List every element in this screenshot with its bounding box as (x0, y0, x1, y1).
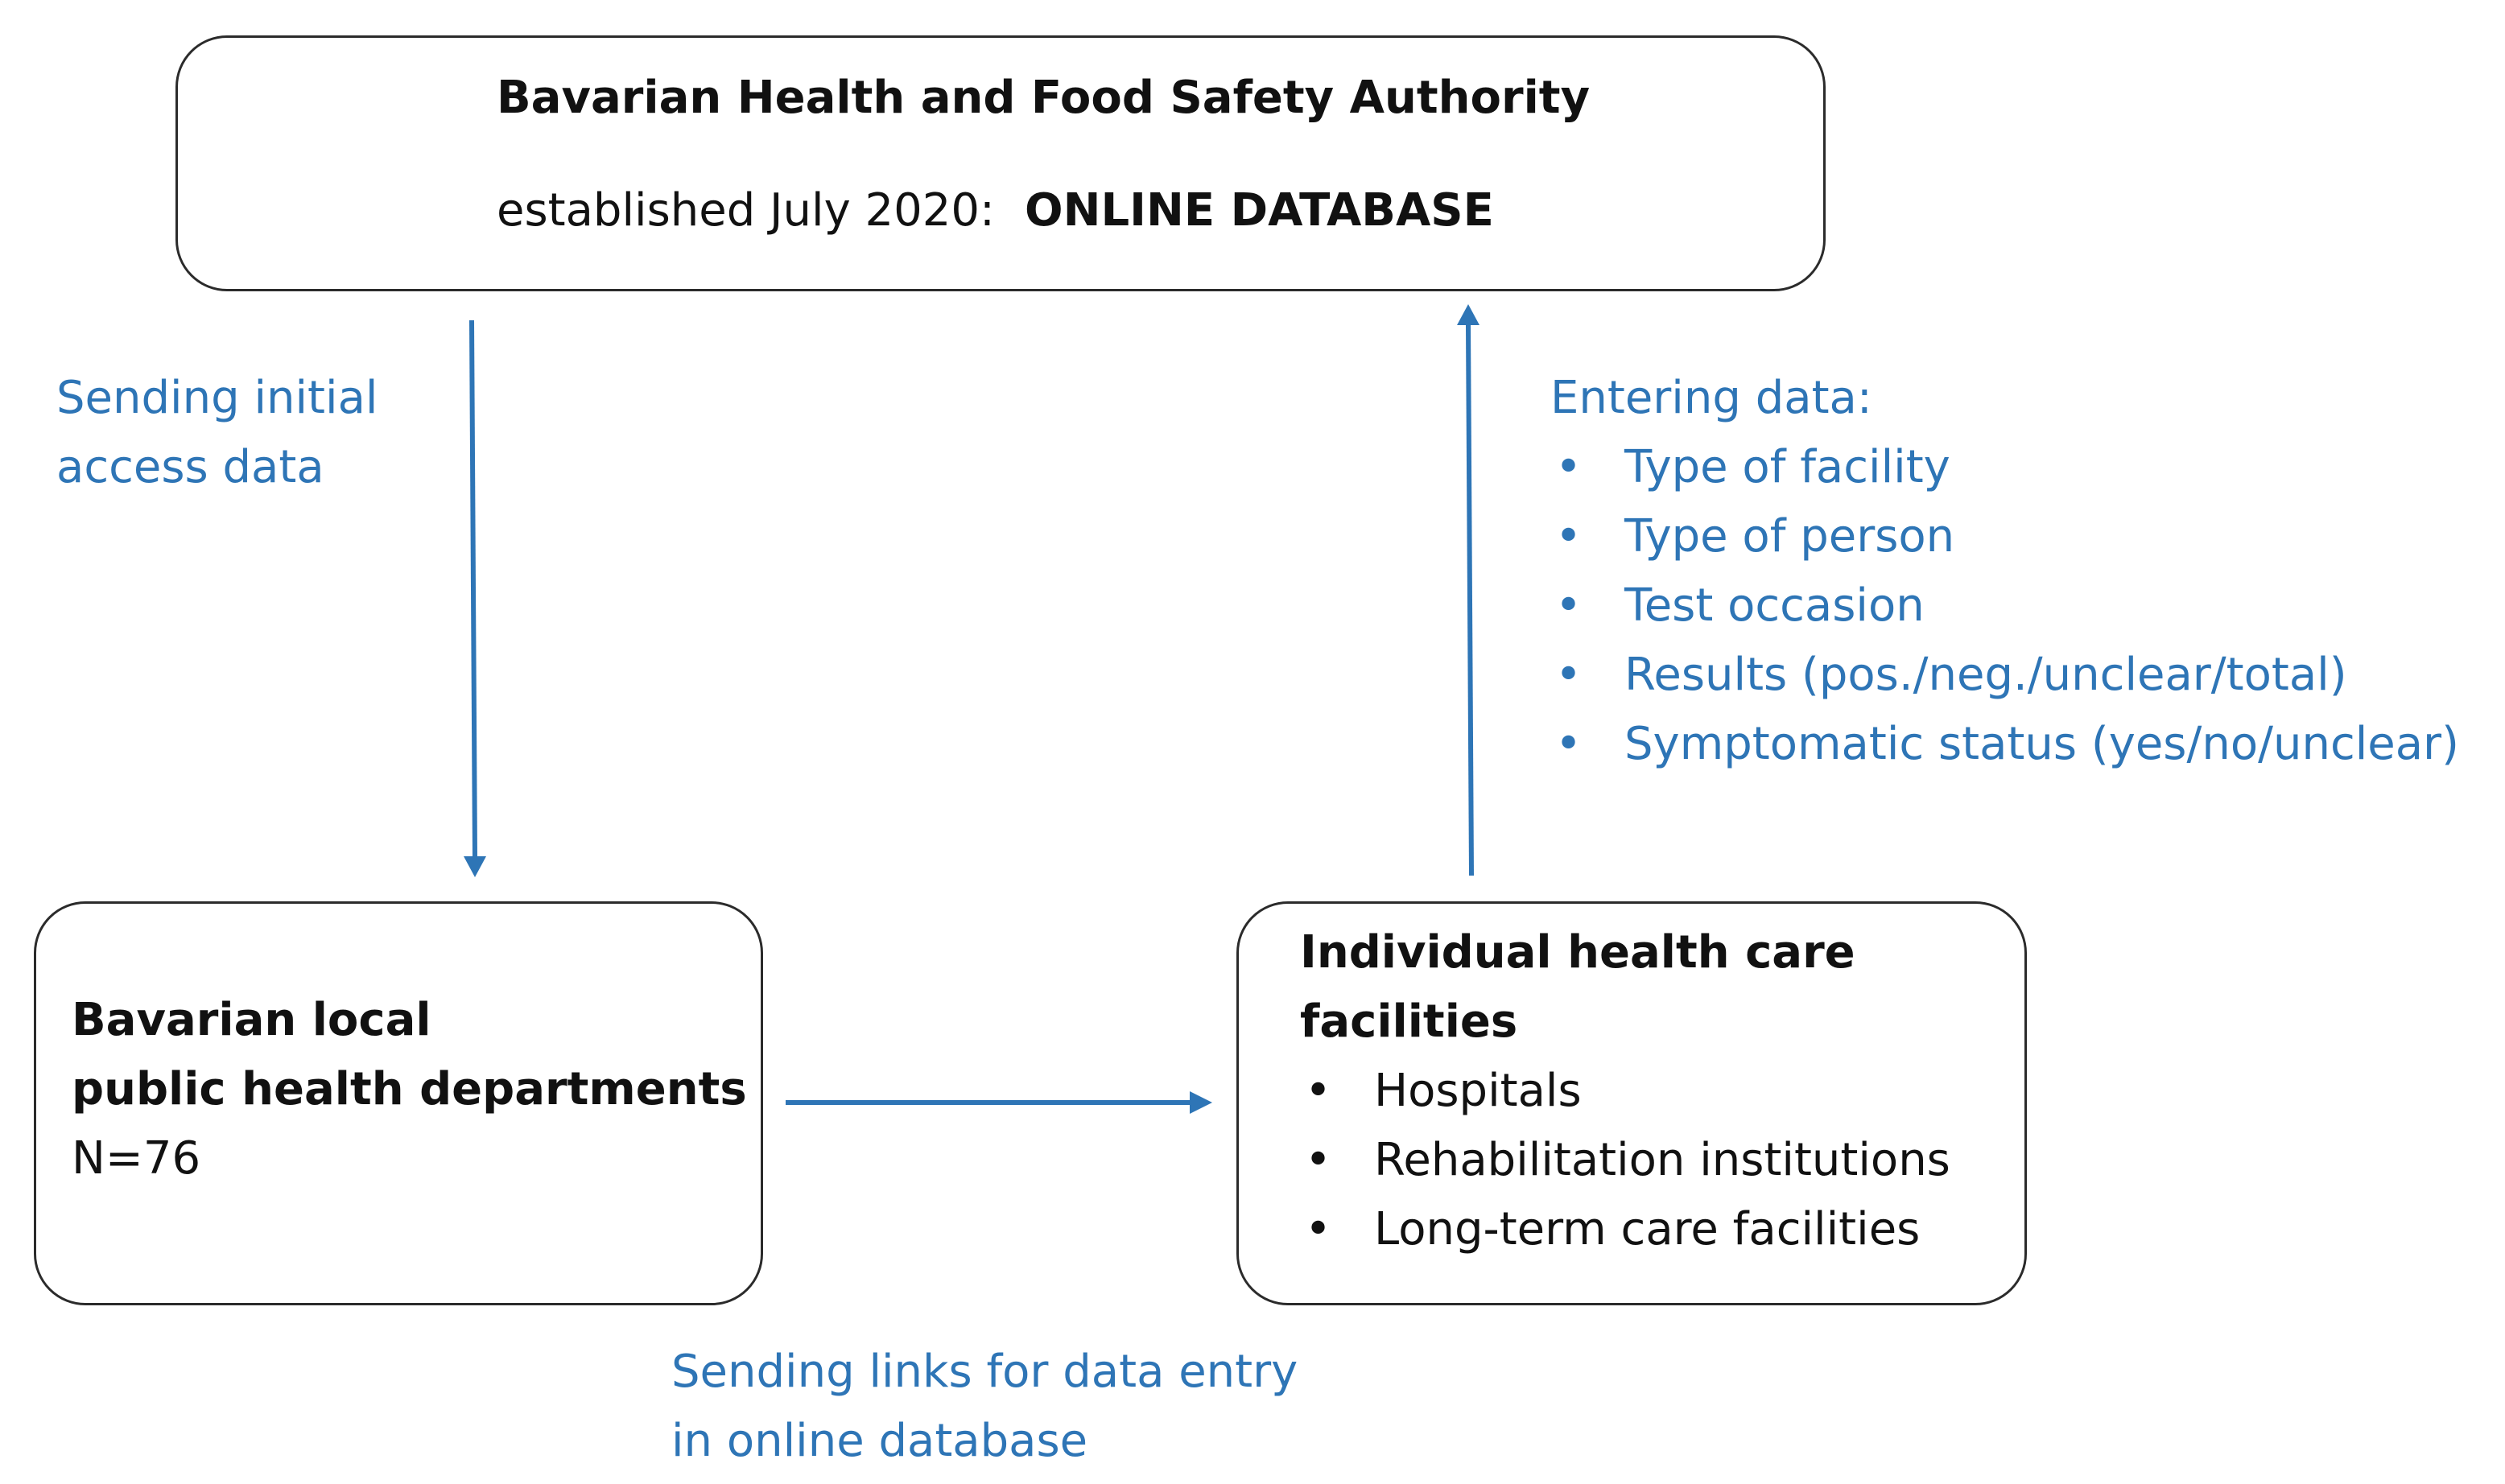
list-item: • Rehabilitation institutions (1300, 1126, 1950, 1195)
facilities-box: Individual health care facilities • Hosp… (1236, 901, 2027, 1305)
sending-initial-label-line2: access data (56, 441, 324, 493)
list-item: • Long-term care facilities (1300, 1195, 1950, 1264)
bullet: • (1555, 441, 1583, 493)
list-item: • Results (pos./neg./unclear/total) (1550, 641, 2459, 710)
arrow-authority-to-departments (464, 319, 486, 877)
facilities-title-line2: facilities (1300, 996, 1518, 1048)
bullet: • (1305, 1065, 1332, 1117)
bullet: • (1305, 1134, 1332, 1186)
sending-initial-label-line1: Sending initial (56, 372, 378, 424)
list-item: • Type of person (1550, 502, 2459, 571)
arrow-departments-to-facilities (786, 1091, 1212, 1114)
authority-box: Bavarian Health and Food Safety Authorit… (175, 35, 1826, 291)
entering-data-item-label: Symptomatic status (yes/no/unclear) (1624, 718, 2459, 770)
facility-type-label: Long-term care facilities (1374, 1203, 1921, 1255)
facility-type-label: Hospitals (1374, 1065, 1582, 1117)
bullet: • (1555, 718, 1583, 770)
bullet: • (1555, 579, 1583, 632)
bullet: • (1555, 649, 1583, 701)
departments-title-line1: Bavarian local (72, 994, 431, 1046)
sending-links-label-line1: Sending links for data entry (671, 1346, 1298, 1398)
facility-type-label: Rehabilitation institutions (1374, 1134, 1950, 1186)
departments-count: N=76 (72, 1132, 201, 1185)
list-item: • Symptomatic status (yes/no/unclear) (1550, 710, 2459, 779)
entering-data-item-label: Type of person (1624, 510, 1955, 563)
list-item: • Type of facility (1550, 433, 2459, 502)
entering-data-item-label: Results (pos./neg./unclear/total) (1624, 649, 2347, 701)
bullet: • (1305, 1203, 1332, 1255)
list-item: • Hospitals (1300, 1057, 1950, 1126)
departments-title-line2: public health departments (72, 1063, 747, 1115)
authority-title: Bavarian Health and Food Safety Authorit… (497, 72, 1591, 124)
facilities-title-line1: Individual health care (1300, 926, 1855, 979)
authority-database-label: ONLINE DATABASE (1025, 184, 1494, 237)
entering-data-list: • Type of facility • Type of person • Te… (1550, 433, 2459, 779)
list-item: • Test occasion (1550, 571, 2459, 641)
sending-links-label-line2: in online database (671, 1415, 1088, 1467)
entering-data-title: Entering data: (1550, 372, 1872, 424)
arrow-facilities-to-authority (1457, 304, 1479, 876)
authority-established-label: established July 2020: (497, 184, 995, 237)
departments-box: Bavarian local public health departments… (34, 901, 763, 1305)
entering-data-item-label: Test occasion (1624, 579, 1925, 632)
bullet: • (1555, 510, 1583, 563)
facilities-list: • Hospitals • Rehabilitation institution… (1300, 1057, 1950, 1264)
entering-data-item-label: Type of facility (1624, 441, 1950, 493)
